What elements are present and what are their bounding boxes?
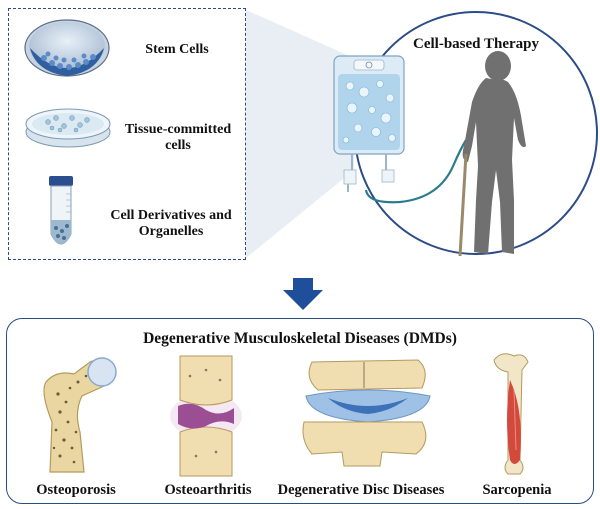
iv-bag-icon bbox=[333, 55, 405, 192]
stem-cells-label: Stem Cells bbox=[145, 42, 209, 57]
down-arrow-icon bbox=[283, 278, 323, 310]
iv-tube-line bbox=[364, 139, 467, 204]
osteoarthritis-label: Osteoarthritis bbox=[164, 482, 252, 498]
degenerative-disc-label: Degenerative Disc Diseases bbox=[277, 482, 445, 498]
petri-dish-icon bbox=[25, 108, 111, 148]
degenerative-disc-icon bbox=[302, 359, 431, 467]
osteoporosis-femur-icon bbox=[43, 357, 117, 473]
dmd-panel bbox=[6, 318, 594, 504]
dmd-title: Degenerative Musculoskeletal Diseases (D… bbox=[143, 330, 457, 347]
tissue-committed-cells-label: Tissue-committed cells bbox=[124, 122, 232, 154]
therapy-title: Cell-based Therapy bbox=[413, 36, 539, 52]
cell-derivatives-label: Cell Derivatives and Organelles bbox=[110, 208, 232, 240]
centrifuge-tube-icon bbox=[49, 176, 73, 245]
stem-cell-dish-icon bbox=[24, 19, 110, 77]
projection-cone bbox=[246, 10, 354, 258]
sarcopenia-label: Sarcopenia bbox=[482, 482, 552, 498]
sarcopenia-muscle-icon bbox=[493, 353, 529, 475]
osteoporosis-label: Osteoporosis bbox=[36, 482, 116, 498]
osteoarthritis-joint-icon bbox=[170, 355, 242, 477]
elderly-patient-silhouette bbox=[458, 51, 526, 257]
